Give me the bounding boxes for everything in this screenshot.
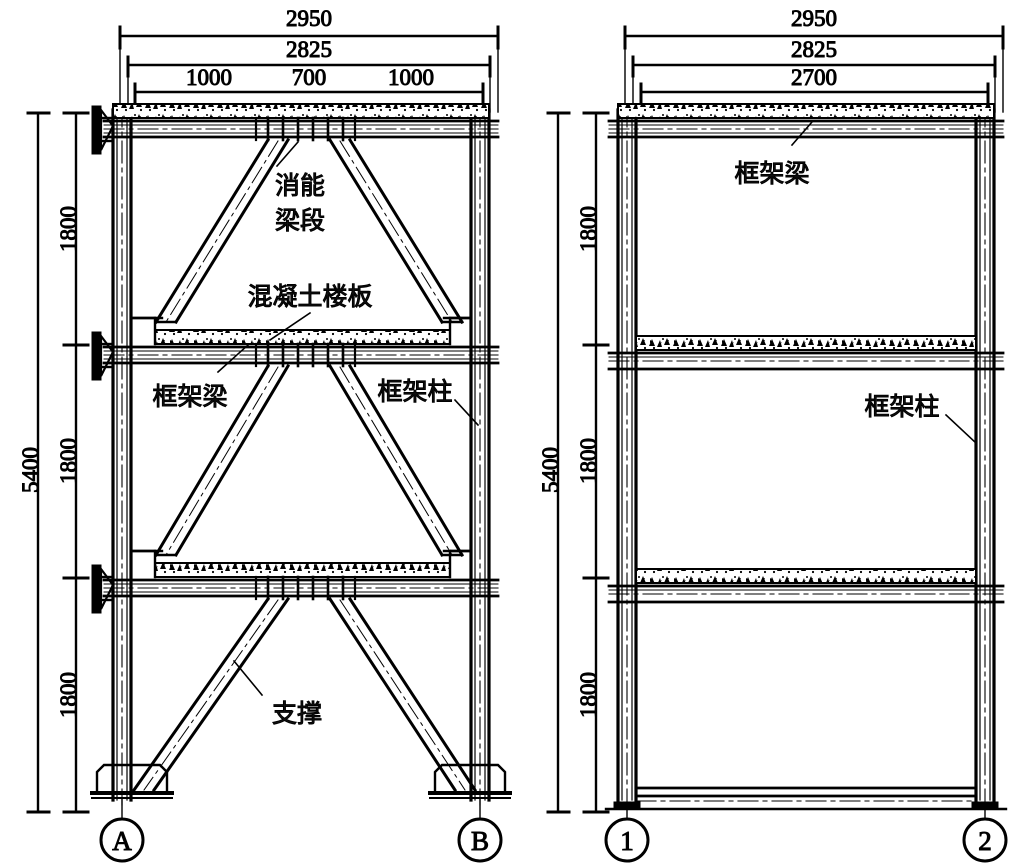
- axis-mark-B: B: [457, 797, 503, 863]
- callout-frame-column: 框架柱: [864, 392, 939, 421]
- callout-link-beam-line2: 梁段: [275, 206, 325, 235]
- brace: [327, 363, 473, 558]
- concrete-slab: [112, 103, 490, 119]
- dim-left-700: 700: [292, 65, 327, 90]
- callout-frame-column: 框架柱: [377, 377, 452, 406]
- left-floor-roof: [102, 103, 500, 142]
- axis-label-1: 1: [620, 826, 634, 856]
- link-beam-stiffeners: [254, 342, 357, 368]
- right-floor-level1: [607, 568, 1005, 604]
- left-panel-columns: [111, 104, 491, 806]
- left-top-dimensions: 2950 2825 1000 700 1000: [118, 6, 500, 113]
- concrete-slab: [154, 329, 451, 345]
- left-floor-level2: [102, 316, 500, 368]
- dim-right-2950: 2950: [791, 6, 837, 31]
- brace: [327, 596, 478, 793]
- brace: [327, 137, 473, 325]
- axis-mark-1: 1: [604, 808, 650, 863]
- dim-left-5400: 5400: [18, 447, 43, 493]
- left-callouts: 消能 梁段 混凝土楼板 框架梁 框架柱 支撑: [152, 140, 480, 729]
- loading-bracket: [91, 105, 115, 155]
- concrete-slab: [154, 562, 451, 578]
- dim-right-1800-mid: 1800: [576, 438, 601, 484]
- dim-left-1800-top: 1800: [56, 206, 81, 252]
- axis-label-2: 2: [978, 826, 992, 856]
- right-callouts: 框架梁 框架柱: [734, 120, 978, 445]
- brace: [131, 596, 291, 793]
- callout-concrete-slab: 混凝土楼板: [247, 282, 372, 311]
- dim-left-2950: 2950: [286, 6, 332, 31]
- axis-label-A: A: [112, 826, 132, 856]
- callout-frame-beam: 框架梁: [734, 159, 809, 188]
- concrete-slab: [635, 568, 977, 584]
- dim-right-1800-bot: 1800: [576, 672, 601, 718]
- dim-left-1000-a: 1000: [186, 65, 232, 90]
- callout-link-beam-line1: 消能: [275, 171, 325, 200]
- right-base-beam: [604, 786, 1008, 811]
- axis-mark-2: 2: [962, 808, 1008, 863]
- callout-brace: 支撑: [272, 699, 322, 728]
- column-base: [428, 763, 512, 799]
- dim-left-1800-mid: 1800: [56, 438, 81, 484]
- column-base: [90, 763, 174, 799]
- concrete-slab: [635, 335, 977, 351]
- left-panel: 2950 2825 1000 700 1000 5400 1800 1800 1…: [18, 6, 512, 863]
- right-panel-columns: [616, 104, 996, 806]
- dim-right-2825: 2825: [791, 37, 837, 62]
- concrete-slab: [617, 103, 995, 119]
- dim-left-1000-b: 1000: [388, 65, 434, 90]
- loading-bracket: [91, 331, 115, 381]
- left-vertical-dimensions: 5400 1800 1800 1800: [18, 111, 90, 814]
- right-vertical-dimensions: 5400 1800 1800 1800: [538, 111, 610, 814]
- brace: [131, 137, 291, 325]
- dim-left-2825: 2825: [286, 37, 332, 62]
- brace: [131, 363, 291, 558]
- right-panel: 2950 2825 2700 5400 1800 1800 1800: [538, 6, 1008, 863]
- left-floor-level1: [102, 549, 500, 601]
- dim-right-5400: 5400: [538, 447, 563, 493]
- dim-right-1800-top: 1800: [576, 206, 601, 252]
- axis-mark-A: A: [99, 797, 145, 863]
- axis-label-B: B: [471, 826, 489, 856]
- loading-bracket: [91, 564, 115, 614]
- dim-left-1800-bot: 1800: [56, 672, 81, 718]
- callout-frame-beam: 框架梁: [152, 382, 227, 411]
- right-floor-level2: [607, 335, 1005, 371]
- dim-right-2700: 2700: [791, 65, 837, 90]
- link-beam-stiffeners: [254, 116, 357, 142]
- right-floor-roof: [607, 103, 1005, 139]
- link-beam-stiffeners: [254, 575, 357, 601]
- right-top-dimensions: 2950 2825 2700: [623, 6, 1005, 113]
